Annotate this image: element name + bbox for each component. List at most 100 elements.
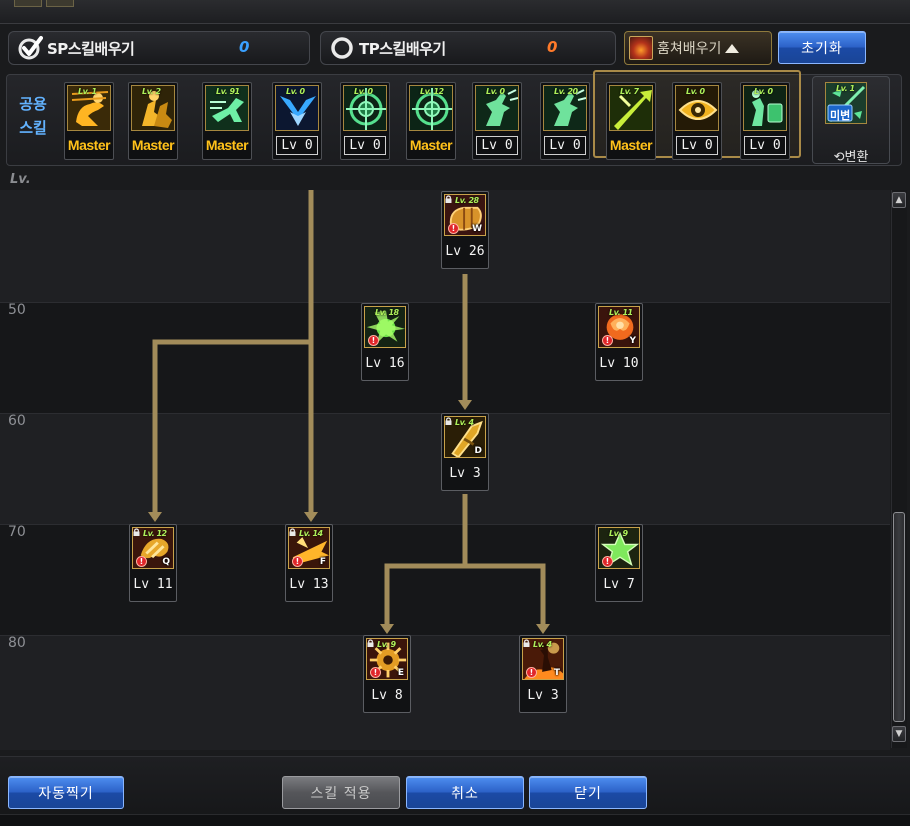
alert-icon: ! — [526, 667, 537, 678]
skill-status: Lv 0 — [276, 136, 318, 155]
skill-hotkey: F — [319, 557, 326, 567]
skill-status: Lv 0 — [344, 136, 386, 155]
convert-slot[interactable]: Lv. 1 미변 — [812, 76, 890, 164]
skill-level-chip: Lv. 2 — [142, 87, 161, 96]
golden-slash-icon: Lv. 14!F — [288, 527, 330, 569]
leap-figure-icon: Lv. 20 — [543, 85, 587, 131]
steal-learn-label: 훔쳐배우기 — [657, 41, 722, 57]
reset-button[interactable]: 초기화 — [778, 31, 866, 64]
top-strip — [0, 0, 910, 24]
skill-hotkey: W — [472, 224, 482, 234]
close-button[interactable]: 닫기 — [529, 776, 647, 809]
skill-level-chip: Lv. 91 — [216, 87, 240, 96]
common-skill-slot[interactable]: Lv. 20 Lv 0 — [540, 82, 590, 160]
triangle-up-icon — [725, 43, 740, 53]
scrollbar-thumb[interactable] — [893, 512, 905, 722]
common-skill-slot[interactable]: Lv. 2 Master — [128, 82, 178, 160]
common-skill-label-line: 공용 — [19, 95, 47, 113]
scroll-down-button[interactable]: ▼ — [892, 726, 906, 742]
alert-icon: ! — [368, 335, 379, 346]
cancel-button[interactable]: 취소 — [406, 776, 524, 809]
skill-status: Lv 11 — [133, 577, 173, 592]
skill-level-chip: Lv. 0 — [686, 87, 705, 96]
skill-level-chip: Lv. 20 — [554, 87, 578, 96]
skill-level-chip: Lv. 12 — [143, 529, 167, 538]
common-skill-slot[interactable]: Lv. 0 Lv 0 — [472, 82, 522, 160]
convert-skill[interactable]: Lv. 1 미변 — [822, 80, 872, 158]
skill-status: Lv 16 — [365, 356, 405, 371]
lock-icon — [367, 639, 374, 647]
alert-icon: ! — [292, 556, 303, 567]
green-burst-icon: Lv. 18! — [364, 306, 406, 348]
skill-level-chip: Lv. 28 — [455, 196, 479, 205]
skill-status: Lv 0 — [544, 136, 586, 155]
sp-mode-label: SP스킬배우기 — [47, 39, 135, 58]
skill-hotkey: E — [397, 668, 404, 678]
crosshair-icon: Lv. 12 — [409, 85, 453, 131]
footer-strip — [0, 814, 910, 826]
tree-skill-slot[interactable]: Lv. 18! Lv 16 — [361, 303, 409, 381]
skill-level-chip: Lv. 0 — [354, 87, 373, 96]
skill-level-chip: Lv. 1 — [836, 84, 855, 93]
level-axis-label: Lv. — [10, 172, 31, 187]
tab-stub[interactable] — [14, 0, 42, 7]
skill-level-chip: Lv. 11 — [609, 308, 633, 317]
tab-stub[interactable] — [46, 0, 74, 7]
skill-hotkey: D — [474, 446, 482, 456]
lock-icon — [445, 195, 452, 203]
alert-icon: ! — [370, 667, 381, 678]
skill-level-chip: Lv. 12 — [420, 87, 444, 96]
golden-eye-icon: Lv. 0 — [675, 85, 719, 131]
leap-figure-icon: Lv. 0 — [475, 85, 519, 131]
lock-icon — [289, 528, 296, 536]
tp-points-value: 0 — [547, 38, 558, 56]
common-skill-slot[interactable]: Lv. 0 Lv 0 — [340, 82, 390, 160]
apply-skill-button[interactable]: 스킬 적용 — [282, 776, 400, 809]
scroll-up-button[interactable]: ▲ — [892, 192, 906, 208]
alert-icon: ! — [448, 223, 459, 234]
common-skill-slot[interactable]: Lv. 0 Lv 0 — [740, 82, 790, 160]
refresh-icon: ⟲ — [833, 150, 845, 165]
skill-status: Lv 0 — [744, 136, 786, 155]
orange-rose-icon: Lv. 11!Y — [598, 306, 640, 348]
golden-fist-icon: Lv. 28! W — [444, 194, 486, 236]
level-divider — [0, 302, 890, 303]
common-skill-label-line: 스킬 — [19, 119, 47, 137]
auto-assign-button[interactable]: 자동찍기 — [8, 776, 124, 809]
skill-level-chip: Lv. 9 — [609, 529, 628, 538]
alert-icon: ! — [136, 556, 147, 567]
skill-level-chip: Lv. 0 — [754, 87, 773, 96]
skill-status: Lv 7 — [603, 577, 635, 592]
skill-status: Master — [131, 137, 175, 153]
skill-status: Lv 0 — [476, 136, 518, 155]
steal-learn-button[interactable]: 훔쳐배우기 — [624, 31, 772, 65]
level-mark: 70 — [8, 524, 26, 540]
level-mark: 60 — [8, 413, 26, 429]
level-band — [0, 302, 890, 413]
skill-level-chip: Lv. 1 — [78, 87, 97, 96]
arrow-strike-icon: Lv. 7 — [609, 85, 653, 131]
skill-status: Lv 13 — [289, 577, 329, 592]
lock-icon — [523, 639, 530, 647]
sp-mode-bar[interactable]: SP스킬배우기 0 — [8, 31, 310, 65]
alert-icon: ! — [602, 556, 613, 567]
tp-radio-icon — [329, 35, 355, 61]
tree-skill-slot[interactable]: Lv. 9! Lv 7 — [595, 524, 643, 602]
dash-figure-icon: Lv. 91 — [205, 85, 249, 131]
fire-dancer-icon: Lv. 4!T — [522, 638, 564, 680]
tp-mode-bar[interactable]: TP스킬배우기 0 — [320, 31, 616, 65]
